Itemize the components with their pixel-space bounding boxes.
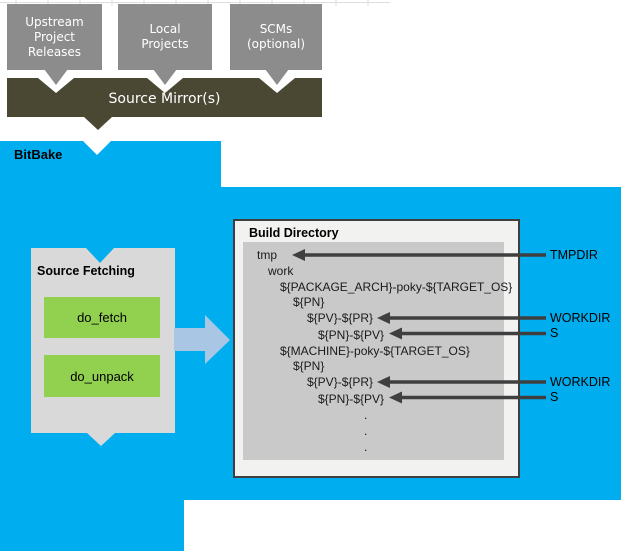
tree-ellipsis-dot: . [364,408,368,422]
s-label-2: S [550,390,559,404]
tree-item-pv-pr-2: ${PV}-${PR} [307,375,374,389]
tree-item-pn-2: ${PN} [293,359,325,373]
tree-ellipsis-dot: . [364,440,368,454]
flow-arrow-icon [174,315,230,364]
tree-item-pn-pv-2: ${PN}-${PV} [318,392,385,406]
bitbake-label: BitBake [14,147,63,162]
do-unpack-task: do_unpack [44,355,160,397]
tree-ellipsis-dot: . [364,424,368,438]
build-directory-title: Build Directory [249,226,339,240]
local-projects-box: Local Projects [118,4,212,70]
workdir-label-2: WORKDIR [550,375,611,389]
s-label: S [550,326,559,340]
source-fetching-title: Source Fetching [37,264,135,278]
tmpdir-label: TMPDIR [550,248,598,262]
tree-item-work: work [268,264,294,278]
tree-item-tmp: tmp [257,248,278,262]
tree-item-pn-pv: ${PN}-${PV} [318,328,385,342]
tree-item-pv-pr: ${PV}-${PR} [307,311,374,325]
directory-tree-panel [243,242,504,460]
tree-item-machine: ${MACHINE}-poky-${TARGET_OS} [280,344,470,358]
upstream-releases-box: Upstream Project Releases [7,4,102,70]
ruler-artifact [0,0,390,6]
upstream-pointer-icon [44,69,68,85]
scms-pointer-icon [265,69,289,85]
tree-item-package-arch: ${PACKAGE_ARCH}-poky-${TARGET_OS} [280,280,513,294]
tree-item-pn: ${PN} [293,295,325,309]
local-pointer-icon [153,69,177,85]
workdir-label: WORKDIR [550,311,611,325]
source-mirror-bar-shape [7,78,322,130]
do-fetch-task: do_fetch [44,297,160,338]
scms-box: SCMs (optional) [230,4,322,70]
source-mirror-label: Source Mirror(s) [108,91,221,107]
